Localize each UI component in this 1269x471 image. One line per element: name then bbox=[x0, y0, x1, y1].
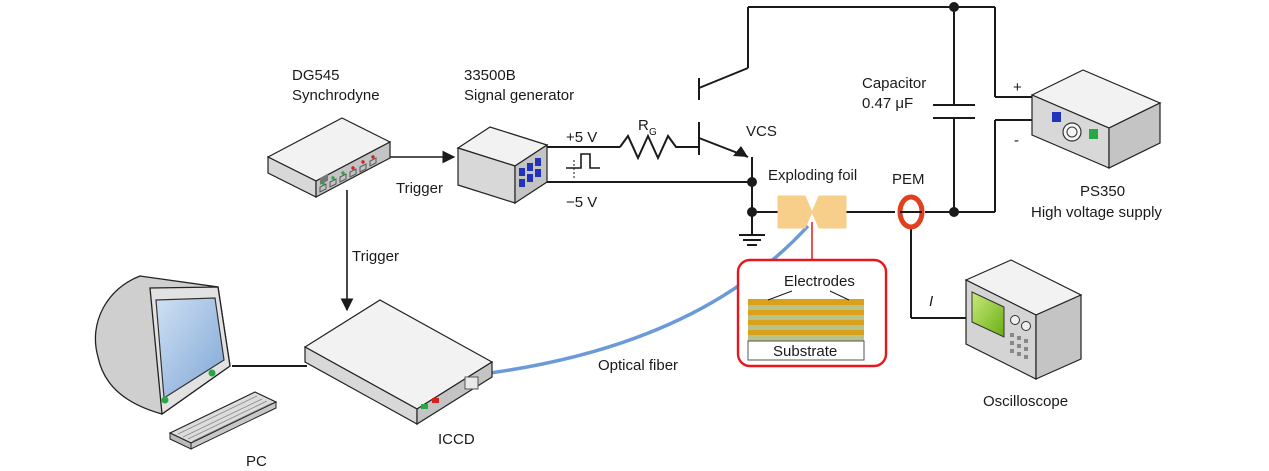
label-pem: PEM bbox=[892, 171, 925, 188]
label-minus-terminal: - bbox=[1014, 132, 1019, 149]
exploding-foil bbox=[777, 195, 847, 260]
label-exploding-foil: Exploding foil bbox=[768, 167, 857, 184]
pulse-icon bbox=[566, 153, 600, 178]
label-trigger-2: Trigger bbox=[352, 248, 399, 265]
oscilloscope-icon bbox=[964, 259, 1083, 380]
pc-icon bbox=[94, 275, 231, 416]
label-minus5v: −5 V bbox=[566, 194, 597, 211]
label-current: I bbox=[929, 293, 933, 310]
ground-icon bbox=[739, 234, 765, 246]
label-pc: PC bbox=[246, 453, 267, 470]
label-plus-terminal: + bbox=[1013, 79, 1022, 96]
label-electrodes: Electrodes bbox=[784, 273, 855, 290]
label-signal-generator: Signal generator bbox=[464, 87, 574, 104]
pem-coil bbox=[897, 194, 925, 230]
keyboard-icon bbox=[168, 391, 278, 450]
label-plus5v: +5 V bbox=[566, 129, 597, 146]
power-supply-icon bbox=[1030, 69, 1162, 169]
label-synchrodyne: Synchrodyne bbox=[292, 87, 380, 104]
junction-dots bbox=[747, 2, 959, 217]
electrode-inset bbox=[736, 258, 888, 368]
iccd-icon bbox=[303, 299, 494, 426]
label-33500b: 33500B bbox=[464, 67, 516, 84]
label-capacitance: 0.47 μF bbox=[862, 95, 913, 112]
synchrodyne-icon bbox=[266, 117, 392, 198]
label-high-voltage-supply: High voltage supply bbox=[1031, 204, 1162, 221]
label-rg-subscript: G bbox=[649, 127, 657, 138]
label-dg545: DG545 bbox=[292, 67, 340, 84]
circuit-wires bbox=[232, 6, 1032, 367]
signal-generator-icon bbox=[456, 126, 549, 205]
label-iccd: ICCD bbox=[438, 431, 475, 448]
label-rg: R bbox=[638, 117, 649, 134]
label-vcs: VCS bbox=[746, 123, 777, 140]
label-optical-fiber: Optical fiber bbox=[598, 357, 678, 374]
label-capacitor: Capacitor bbox=[862, 75, 926, 92]
label-ps350: PS350 bbox=[1080, 183, 1125, 200]
label-trigger-1: Trigger bbox=[396, 180, 443, 197]
vcs-emitter-arrow bbox=[733, 146, 748, 157]
optical-fiber bbox=[489, 224, 810, 375]
label-oscilloscope: Oscilloscope bbox=[983, 393, 1068, 410]
label-substrate: Substrate bbox=[773, 343, 837, 360]
